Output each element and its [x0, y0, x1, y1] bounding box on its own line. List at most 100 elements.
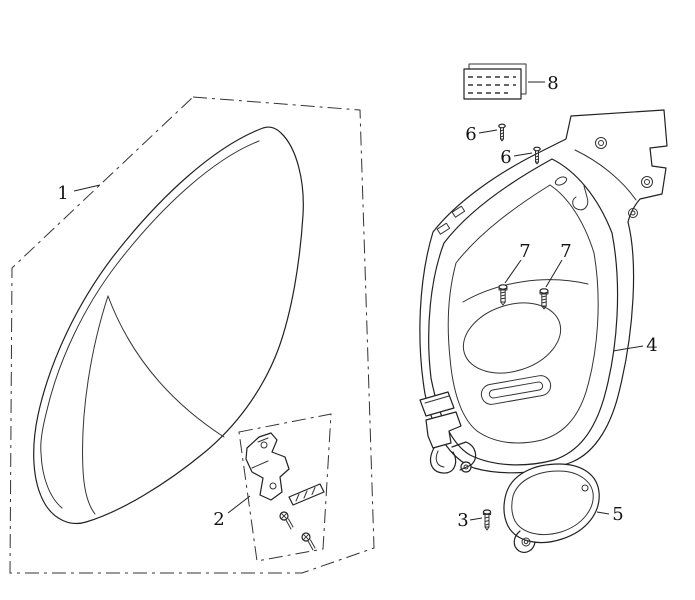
- upper-screw-a-tip: [500, 138, 504, 142]
- box-flange-bend-line: [574, 149, 637, 201]
- callout-8: 8: [528, 73, 559, 94]
- callout-4: 4: [612, 335, 658, 356]
- inner-screw-a-tip: [500, 301, 506, 306]
- seat-outline: [33, 126, 304, 525]
- callout-5-label: 5: [612, 504, 623, 525]
- flange-hole-1-inner: [598, 140, 604, 146]
- lock-bracket-hole-1: [260, 441, 268, 449]
- lock-bracket-hole-2: [269, 482, 277, 490]
- latch-arm: [451, 441, 477, 471]
- flange-hole-2-inner: [644, 179, 650, 185]
- callout-1-leader: [73, 184, 101, 192]
- callout-3-label: 3: [457, 510, 468, 531]
- rim-notch-1: [451, 205, 466, 218]
- callout-7a-leader: [504, 259, 522, 284]
- cover-latch-hole: [521, 537, 531, 547]
- inner-screw-a: [498, 284, 508, 306]
- cover-screw-shaft: [484, 514, 490, 528]
- callout-1: 1: [57, 183, 101, 204]
- inner-screw-b-collar: [539, 290, 549, 295]
- latch-hook-inner: [435, 450, 445, 468]
- latch-bracket: [425, 411, 462, 449]
- cover-latch-hole-inner: [523, 539, 529, 545]
- rim-hook: [572, 185, 589, 211]
- box-floor-step-line: [462, 279, 589, 303]
- inner-screw-a-shaft: [500, 289, 506, 303]
- callout-6a-leader: [478, 129, 498, 134]
- callout-7a: 7: [504, 241, 531, 284]
- lock-pin-hatching: [295, 487, 316, 502]
- inner-screw-a-collar: [498, 286, 508, 291]
- upper-screw-b: [533, 146, 541, 165]
- lock-screw-b-shaft: [307, 539, 316, 551]
- cover-screw: [482, 509, 492, 531]
- rim-notch-2: [436, 222, 451, 235]
- seat-nose-line: [82, 295, 109, 515]
- cover-screw-head: [482, 509, 492, 515]
- rim-oval-hole: [554, 176, 568, 186]
- callout-5: 5: [596, 504, 624, 525]
- inner-screw-b-tip: [541, 305, 547, 310]
- cover-outline: [503, 463, 600, 544]
- callout-6a-label: 6: [465, 124, 476, 145]
- box-latch-assembly: [419, 391, 477, 474]
- callout-4-leader: [612, 345, 644, 352]
- callout-2-label: 2: [213, 509, 224, 530]
- rim-boss-hole: [628, 208, 638, 218]
- cover-inner-line: [511, 470, 594, 535]
- lock-kit-boundary: [238, 413, 332, 562]
- lock-pin: [288, 483, 325, 506]
- callout-4-label: 4: [646, 335, 657, 356]
- box-floor-slot-inner: [488, 381, 544, 399]
- latch-hook: [430, 447, 457, 474]
- callout-1-label: 1: [57, 183, 68, 204]
- seat-lock-kit: [238, 413, 332, 562]
- inner-screw-b-head: [539, 288, 549, 294]
- upper-screw-b-tip: [535, 161, 539, 165]
- inner-screw-b-shaft: [541, 293, 547, 307]
- callout-6a: 6: [465, 124, 498, 145]
- callout-5-leader: [596, 511, 610, 515]
- seat: [33, 126, 304, 525]
- upper-screw-a-head: [498, 123, 506, 129]
- cover-hole: [581, 484, 589, 492]
- callout-6b: 6: [500, 147, 533, 168]
- callout-7b-leader: [545, 259, 563, 288]
- cover-screw-tip: [484, 526, 490, 531]
- callout-3-leader: [469, 517, 483, 521]
- inner-screw-b: [539, 288, 549, 310]
- callout-2: 2: [213, 495, 251, 530]
- cover-screw-collar: [482, 511, 492, 515]
- flange-hole-1: [595, 137, 607, 149]
- box-floor-recess: [462, 302, 562, 374]
- box-inner-rim: [428, 158, 619, 466]
- lock-screw-b: [301, 532, 316, 551]
- inner-screw-a-head: [498, 284, 508, 290]
- callout-3: 3: [457, 510, 483, 531]
- lock-screw-b-slot: [302, 533, 310, 541]
- box-cavity-wall: [447, 184, 599, 444]
- callout-2-leader: [227, 495, 251, 514]
- seat-surface-line: [107, 295, 225, 438]
- lock-screw-a: [279, 511, 294, 530]
- cover-latch-tab: [513, 530, 536, 554]
- label-plate-front: [463, 68, 522, 100]
- box-floor-slot: [480, 375, 552, 405]
- callout-8-label: 8: [547, 73, 558, 94]
- seat-seam-line: [40, 140, 260, 509]
- label-plate-text-lines: [468, 76, 516, 94]
- lock-bracket-bend-lines: [251, 437, 269, 469]
- seat-boundary-outline: [9, 96, 375, 574]
- callout-6b-leader: [513, 152, 533, 157]
- latch-plate-line: [424, 395, 450, 404]
- callout-7b: 7: [545, 241, 572, 288]
- lock-screw-a-shaft: [285, 518, 294, 530]
- lock-bracket: [245, 432, 290, 501]
- upper-screw-a: [498, 123, 506, 142]
- rim-boss-hole-inner: [630, 210, 636, 216]
- callout-6b-label: 6: [500, 147, 511, 168]
- callout-7a-label: 7: [519, 241, 530, 262]
- cover-plate: [503, 463, 600, 554]
